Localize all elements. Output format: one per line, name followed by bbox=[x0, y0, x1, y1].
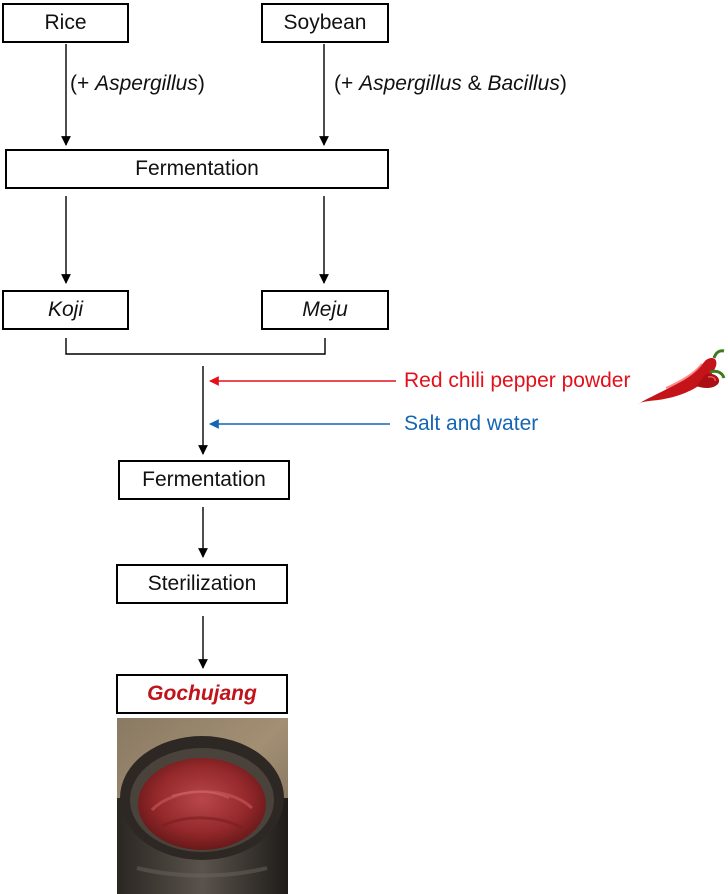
node-meju-label: Meju bbox=[302, 298, 348, 321]
soybean-inoculum-label: (+ Aspergillus & Bacillus) bbox=[334, 72, 567, 95]
input-red-chili-label: Red chili pepper powder bbox=[404, 369, 631, 392]
node-soybean-label: Soybean bbox=[283, 11, 367, 34]
node-meju: Meju bbox=[261, 290, 389, 330]
node-fermentation-primary: Fermentation bbox=[5, 149, 389, 189]
red-chili-pepper-icon bbox=[638, 349, 726, 404]
node-fermentation-secondary: Fermentation bbox=[118, 460, 290, 500]
rice-inoculum-label: (+ Aspergillus) bbox=[70, 72, 205, 95]
merge-bracket bbox=[65, 338, 326, 355]
node-fermentation-primary-label: Fermentation bbox=[135, 157, 259, 180]
node-koji-label: Koji bbox=[47, 298, 84, 321]
node-sterilization-label: Sterilization bbox=[147, 572, 257, 595]
node-gochujang-label: Gochujang bbox=[147, 682, 257, 705]
node-gochujang: Gochujang bbox=[116, 674, 288, 714]
node-koji: Koji bbox=[2, 290, 129, 330]
node-soybean: Soybean bbox=[261, 3, 389, 43]
node-rice: Rice bbox=[2, 3, 129, 43]
node-sterilization: Sterilization bbox=[116, 564, 288, 604]
node-fermentation-secondary-label: Fermentation bbox=[142, 468, 266, 491]
node-rice-label: Rice bbox=[44, 11, 87, 34]
gochujang-jar-photo bbox=[117, 718, 288, 894]
input-salt-water-label: Salt and water bbox=[404, 412, 539, 435]
